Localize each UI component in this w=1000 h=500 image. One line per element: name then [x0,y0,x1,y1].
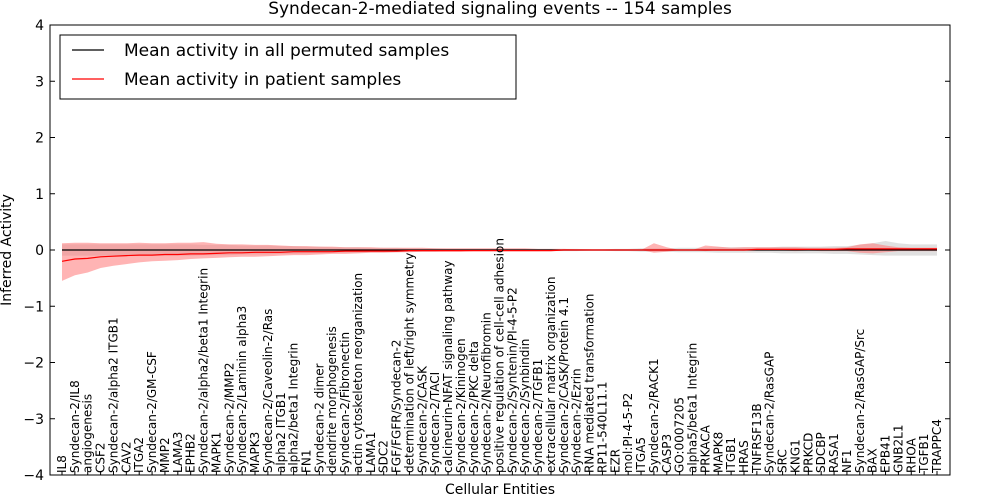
x-tick-label: Syndecan-2/CASK/Protein 4.1 [557,297,571,473]
x-tick-label: LAMA3 [171,432,185,473]
x-tick-label: actin cytoskeleton reorganization [351,273,365,473]
y-tick-label: 4 [35,18,44,34]
x-tick-label: EPB41 [879,435,893,473]
x-tick-label: Syndecan-2/RasGAP [763,352,777,473]
x-tick-label: ITGA2 [132,437,146,473]
x-tick-label: Syndecan-2/Laminin alpha3 [235,306,249,473]
x-tick-label: PRKACA [698,424,712,473]
x-tick-label: Syndecan-2/alpha2/beta1 Integrin [197,268,211,473]
legend-box [59,34,517,100]
legend-label-0: Mean activity in all permuted samples [124,41,449,61]
x-tick-label: LAMA1 [364,432,378,473]
x-tick-label: KNG1 [789,439,803,473]
x-tick-label: MMP2 [158,437,172,473]
x-tick-label: CAV2 [119,441,133,473]
x-tick-label: RHOA [904,437,918,473]
x-tick-label: mol:PI-4-5-P2 [621,393,635,473]
x-tick-label: BAX [866,448,880,473]
x-tick-label: Syndecan-2/Kininogen [454,338,468,473]
plot-area: −4 −3 −2 −1 0 1 2 3 4IL8Syndecan-2/IL8angiogenes… [23,18,951,484]
x-tick-label: Syndecan-2/Syntenin/PI-4-5-P2 [505,287,519,473]
x-tick-label: Syndecan-2/Fibronectin [338,332,352,473]
y-tick-label: −2 [23,356,44,372]
x-tick-label: MAPK8 [711,432,725,473]
x-tick-label: positive regulation of cell-cell adhesio… [493,238,507,473]
x-tick-label: IL8 [55,455,69,473]
x-tick-label: extracellular matrix organization [544,277,558,474]
x-axis-label: Cellular Entities [445,482,555,498]
x-tick-label: CASP3 [660,434,674,473]
x-tick-label: Syndecan-2/TACI [428,372,442,473]
x-tick-label: GNB2L1 [891,425,905,473]
x-tick-label: alpha2/beta1 Integrin [287,343,301,473]
x-tick-label: NF1 [840,449,854,473]
x-tick-label: alpha2 ITGB1 [274,392,288,473]
x-tick-label: SRC [776,449,790,473]
x-tick-label: Syndecan-2/Synbindin [518,339,532,473]
x-tick-label: TGFB1 [917,434,931,474]
y-tick-label: −1 [23,299,44,315]
x-tick-label: Syndecan-2/Neurofibromin [480,312,494,473]
y-tick-label: −3 [23,412,44,428]
x-tick-label: Syndecan-2/Caveolin-2/Ras [261,309,275,473]
x-tick-label: RP11-540L11.1 [595,382,609,473]
y-tick-label: 2 [35,131,44,147]
x-tick-label: PRKCD [801,433,815,473]
x-tick-label: Syndecan-2/PKC delta [467,341,481,473]
x-tick-label: Syndecan-2/MMP2 [222,363,236,473]
x-tick-label: Syndecan-2/TGFB1 [531,359,545,473]
x-tick-label: ITGB1 [724,437,738,473]
x-tick-label: TRAPPC4 [930,419,944,474]
y-tick-label: 0 [35,243,44,259]
y-axis-label: Inferred Activity [0,194,15,306]
x-tick-label: EPHB2 [184,433,198,473]
chart-title: Syndecan-2-mediated signaling events -- … [268,0,732,19]
x-tick-label: GO:0007205 [673,397,687,473]
x-tick-label: CSF2 [94,442,108,473]
x-tick-label: alpha5/beta1 Integrin [686,343,700,473]
legend-label-1: Mean activity in patient samples [124,70,401,90]
x-tick-label: TNFRSF13B [750,403,764,474]
x-tick-label: Syndecan-2/Ezrin [570,368,584,473]
y-tick-label: 3 [35,74,44,90]
x-tick-label: RNA mediated transformation [583,294,597,473]
x-tick-label: Syndecan-2 dimer [312,363,326,473]
x-tick-label: Syndecan-2/RACK1 [647,358,661,473]
y-tick-label: 1 [35,187,44,203]
x-tick-label: Syndecan-2/IL8 [68,380,82,473]
x-tick-label: EZR [608,449,622,473]
x-tick-label: SDCBP [814,432,828,473]
x-tick-label: Syndecan-2/RasGAP/Src [853,329,867,473]
x-tick-label: ITGA5 [634,437,648,473]
x-tick-label: determination of left/right symmetry [402,253,416,473]
x-tick-label: Syndecan-2/alpha2 ITGB1 [107,317,121,473]
y-tick-label: −4 [23,468,44,484]
x-tick-label: SDC2 [377,440,391,473]
series-line-1 [61,248,937,262]
x-tick-label: angiogenesis [81,394,95,473]
x-tick-label: HRAS [737,440,751,473]
x-tick-label: dendrite morphogenesis [325,326,339,473]
x-tick-label: FGF/FGFR/Syndecan-2 [390,340,404,473]
x-tick-label: FN1 [300,449,314,473]
x-tick-label: calcineurin-NFAT signaling pathway [441,260,455,473]
x-tick-label: Syndecan-2/CASK [415,365,429,473]
x-tick-label: Syndecan-2/GM-CSF [145,351,159,473]
x-tick-label: MAPK3 [248,432,262,473]
x-tick-label: MAPK1 [209,432,223,473]
x-tick-label: RASA1 [827,433,841,473]
